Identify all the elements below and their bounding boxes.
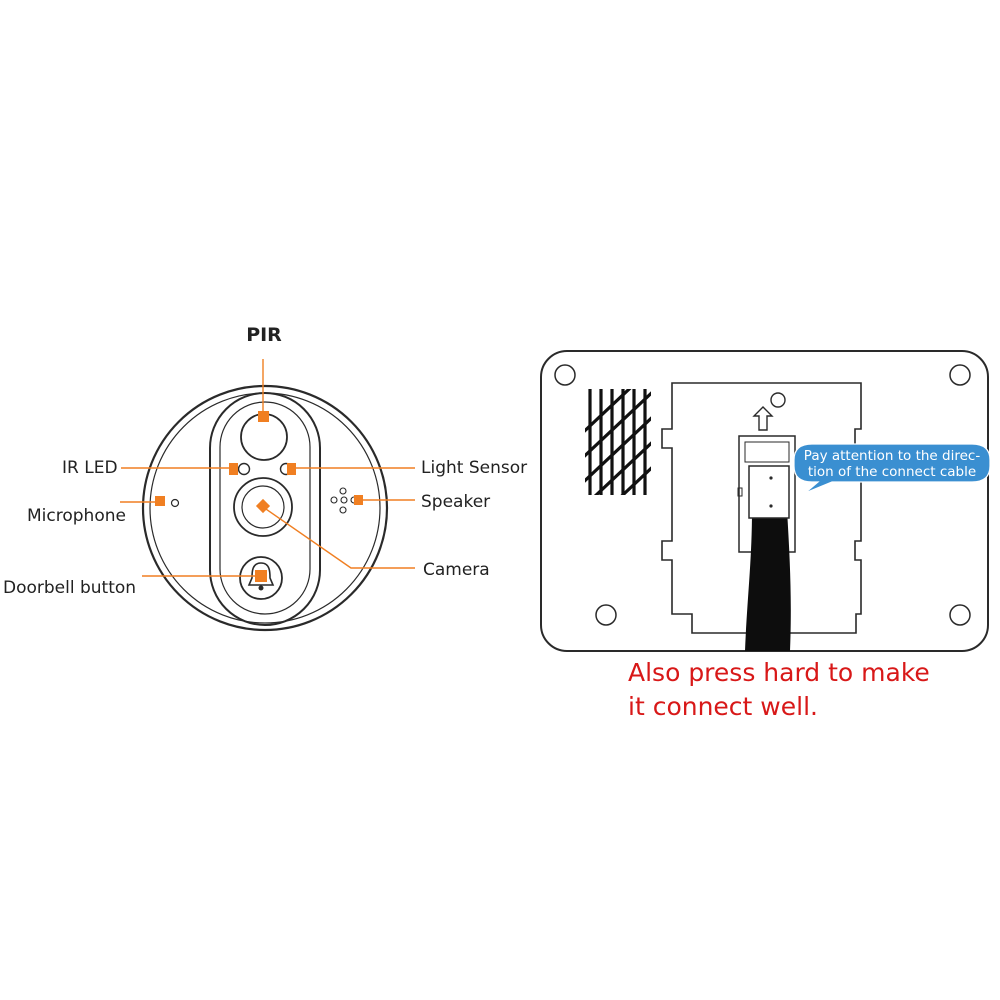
camera-lens-inner: [241, 485, 285, 529]
ir-led-label: IR LED: [62, 458, 118, 478]
bell-icon: [247, 562, 275, 591]
camera-label: Camera: [423, 560, 490, 580]
doorbell-front-diagram: PIR IR LED Light Sensor Microphone Speak…: [3, 324, 527, 632]
ir-led: [237, 462, 251, 476]
back-panel-diagram: Pay attention to the direc- tion of the …: [540, 350, 991, 652]
light-sensor-marker: [287, 463, 296, 475]
speaker-grille: [330, 487, 358, 514]
pir-marker: [258, 411, 269, 422]
doorbell-outer-ring: [141, 384, 389, 632]
light-sensor-label: Light Sensor: [421, 458, 527, 478]
doorbell-button: [239, 556, 283, 600]
speaker-label: Speaker: [421, 492, 490, 512]
screw-hole: [554, 364, 576, 386]
camera-lens-outer: [233, 477, 293, 537]
installation-note: Also press hard to make it connect well.: [628, 656, 988, 724]
back-speaker-grille: [585, 389, 651, 495]
screw-hole: [595, 604, 617, 626]
doorbell-button-label: Doorbell button: [3, 578, 136, 598]
doorbell-panel-inner: [219, 401, 311, 615]
ir-led-marker: [229, 463, 238, 475]
microphone-label: Microphone: [27, 506, 126, 526]
screw-hole: [949, 364, 971, 386]
cable-direction-callout: Pay attention to the direc- tion of the …: [793, 443, 991, 494]
callout-bubble: [793, 443, 991, 494]
doorbell-button-marker: [255, 570, 267, 582]
plug-pin: [769, 476, 773, 480]
connector-socket-inner: [744, 441, 790, 463]
note-line1: Also press hard to make: [628, 658, 930, 687]
pir-label: PIR: [246, 324, 282, 346]
screw-hole: [949, 604, 971, 626]
speaker-marker: [354, 495, 363, 505]
up-arrow-icon: [752, 406, 774, 431]
leader-lines: [120, 359, 415, 577]
plug-pin: [769, 504, 773, 508]
connector-side-tab: [737, 487, 743, 497]
callout-text-line1: Pay attention to the direc-: [804, 448, 981, 464]
screw-holes: [554, 364, 971, 626]
microphone-marker: [155, 496, 165, 506]
connect-cable: [745, 510, 791, 651]
note-line2: it connect well.: [628, 692, 818, 721]
doorbell-panel-outer: [209, 392, 321, 626]
cable-plug: [748, 465, 790, 519]
callout-text-line2: tion of the connect cable: [808, 464, 976, 480]
bracket-hole: [770, 392, 786, 408]
microphone-hole: [170, 498, 180, 508]
label-markers: [155, 411, 363, 582]
